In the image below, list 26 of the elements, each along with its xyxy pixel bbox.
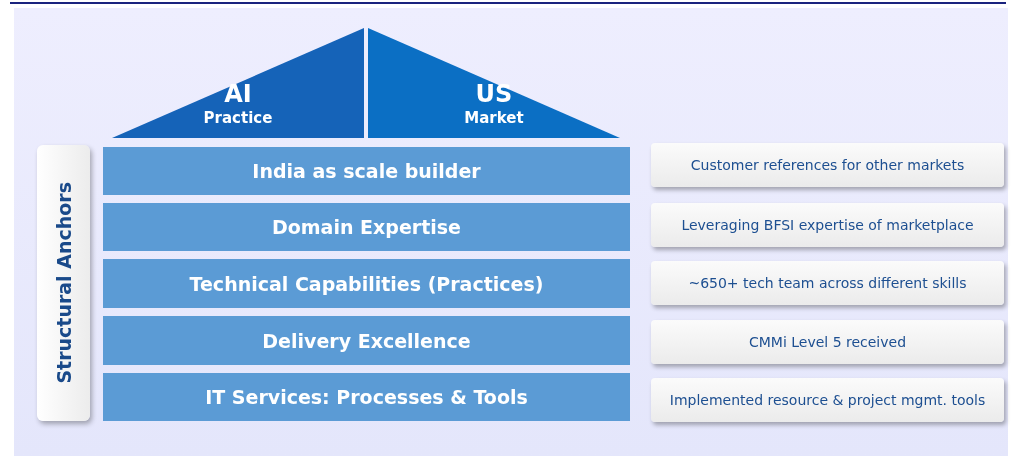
layer-title: Technical Capabilities (Practices)	[189, 272, 544, 295]
layer-bar	[103, 259, 630, 308]
note-text: Leveraging BFSI expertise of marketplace	[681, 217, 974, 233]
note-card	[651, 378, 1004, 422]
layer-bar	[103, 373, 630, 421]
layer-bar	[103, 203, 630, 251]
note-text: ~650+ tech team across different skills	[688, 275, 967, 291]
layer-title: Delivery Excellence	[262, 329, 471, 352]
side-label-panel	[37, 145, 90, 421]
roof-heading: AI	[224, 80, 252, 108]
note-card	[651, 261, 1004, 305]
layer-title: Domain Expertise	[272, 216, 461, 238]
vertical-label: Structural Anchors	[52, 182, 75, 384]
layer-bar	[103, 316, 630, 365]
note-card	[651, 320, 1004, 364]
note-text: Implemented resource & project mgmt. tools	[669, 392, 986, 408]
roof-subheading: Market	[464, 108, 524, 128]
roof-heading: US	[475, 80, 513, 108]
layer-title: India as scale builder	[252, 160, 481, 182]
note-text: CMMi Level 5 received	[748, 334, 907, 350]
note-text: Customer references for other markets	[690, 157, 965, 173]
layer-bar	[103, 147, 630, 195]
layer-title: IT Services: Processes & Tools	[205, 386, 528, 408]
note-card	[651, 143, 1004, 187]
roof-subheading: Practice	[203, 108, 273, 128]
note-card	[651, 203, 1004, 247]
